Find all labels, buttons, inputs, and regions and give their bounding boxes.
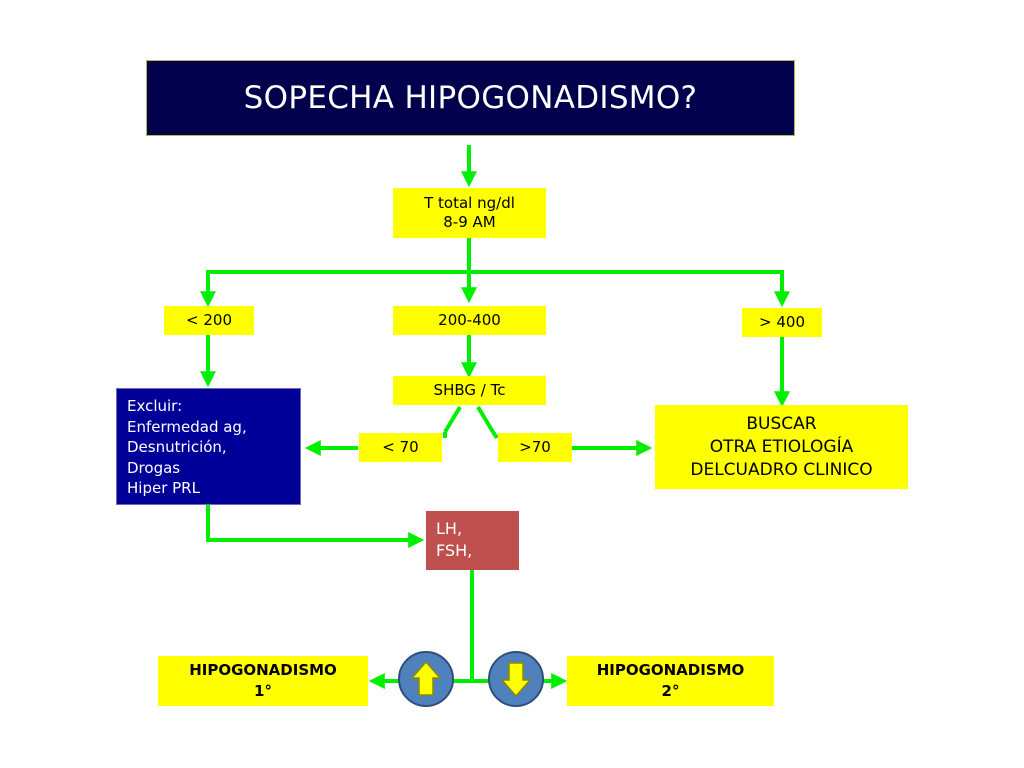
node-lh-fsh: LH, FSH, (426, 511, 519, 570)
arrow-shbg-split-right (476, 405, 495, 434)
node-t-total-line2: 8-9 AM (443, 213, 496, 231)
excluir-line: Excluir: (127, 397, 183, 415)
excluir-line: Hiper PRL (127, 479, 200, 497)
arrow-shbg-split-left (443, 405, 462, 434)
node-hipogonadismo-2: HIPOGONADISMO 2° (567, 656, 774, 706)
page-title: SOPECHA HIPOGONADISMO? (146, 60, 795, 136)
node-t-total-line1: T total ng/dl (424, 194, 515, 212)
fsh-line: FSH, (436, 541, 473, 560)
arrow-excluir-to-lh (206, 505, 425, 548)
hipo1-line1: HIPOGONADISMO (189, 661, 337, 679)
node-gt70: >70 (498, 433, 572, 462)
excluir-line: Drogas (127, 458, 181, 477)
excluir-line: Enfermedad ag, (127, 417, 247, 436)
buscar-line: BUSCAR (746, 413, 817, 434)
node-excluir: Excluir: Enfermedad ag, Desnutrición, Dr… (116, 388, 301, 505)
down-arrow-circle-icon (488, 651, 544, 707)
node-hipogonadismo-1: HIPOGONADISMO 1° (158, 656, 368, 706)
node-buscar: BUSCAR OTRA ETIOLOGÍA DELCUADRO CLINICO (655, 405, 908, 489)
node-t-total: T total ng/dl 8-9 AM (393, 188, 546, 238)
excluir-line: Desnutrición, (127, 438, 227, 456)
node-range-200-400: 200-400 (393, 306, 546, 335)
hipo2-line1: HIPOGONADISMO (596, 661, 745, 679)
lh-line: LH, (436, 519, 463, 538)
up-arrow-circle-icon (398, 651, 454, 707)
node-shbg-tc: SHBG / Tc (393, 376, 546, 405)
buscar-line: OTRA ETIOLOGÍA (709, 436, 854, 457)
node-lt200: < 200 (164, 306, 254, 335)
hipo1-line2: 1° (254, 682, 272, 700)
arrow-branch-right (206, 270, 790, 308)
node-gt400: > 400 (742, 308, 822, 337)
hipo2-line2: 2° (661, 682, 680, 700)
buscar-line: DELCUADRO CLINICO (690, 459, 873, 480)
node-lt70: < 70 (359, 433, 442, 462)
